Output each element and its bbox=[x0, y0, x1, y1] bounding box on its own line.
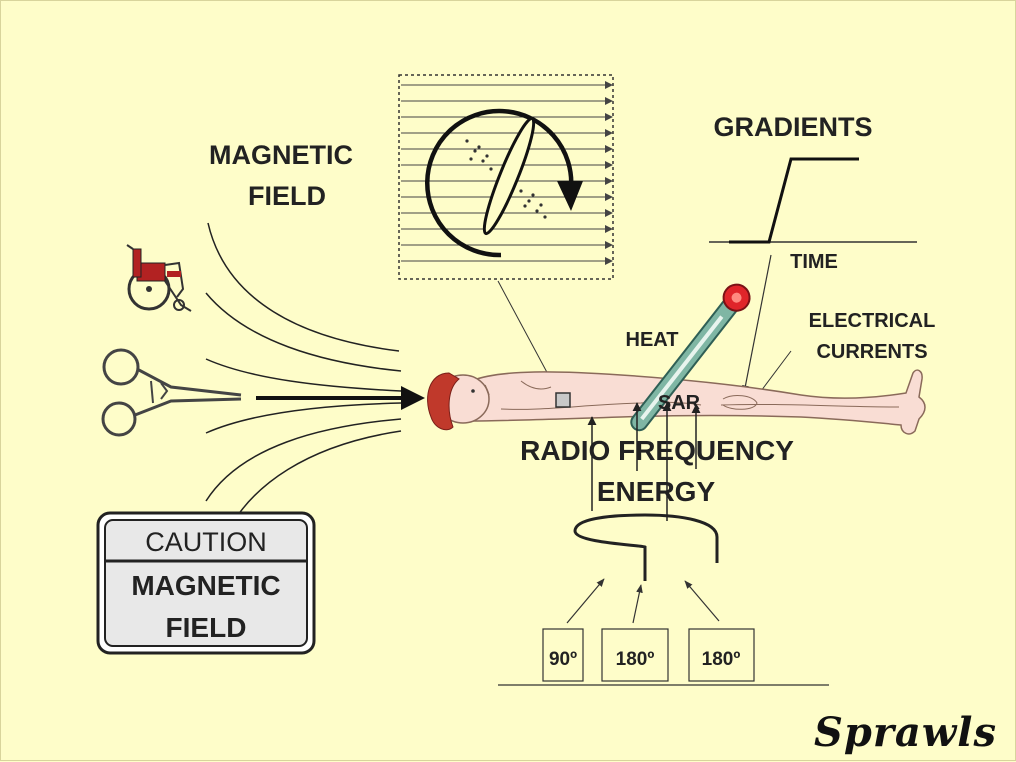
time-label: TIME bbox=[790, 251, 838, 273]
magnetization-box bbox=[398, 74, 614, 392]
rf-label-1: RADIO FREQUENCY bbox=[520, 435, 794, 466]
magnetic-field-label-1: MAGNETIC bbox=[209, 140, 353, 170]
signature: Sprawls bbox=[814, 709, 997, 756]
electrical-label-2: CURRENTS bbox=[816, 341, 927, 363]
electrical-pointer bbox=[760, 350, 792, 392]
rf-arrows bbox=[587, 402, 701, 521]
implant-square bbox=[555, 392, 571, 408]
sar-label: SAR bbox=[658, 392, 701, 414]
gradients-label: GRADIENTS bbox=[713, 112, 872, 142]
pulse-arrows bbox=[566, 578, 720, 624]
pulse-180-a: 180º bbox=[616, 649, 655, 670]
precessing-spin bbox=[482, 116, 536, 236]
caution-line-2: FIELD bbox=[166, 612, 247, 643]
pulse-90: 90º bbox=[549, 649, 577, 670]
heat-label: HEAT bbox=[626, 329, 679, 351]
field-line-arrowheads bbox=[605, 81, 613, 265]
caution-line-1: MAGNETIC bbox=[131, 570, 280, 601]
caution-sign: CAUTION MAGNETIC FIELD bbox=[96, 511, 316, 655]
patient-figure bbox=[427, 369, 926, 435]
rf-coil bbox=[573, 513, 719, 581]
rf-label-2: ENERGY bbox=[597, 476, 716, 507]
caution-header: CAUTION bbox=[145, 527, 267, 557]
fringe-field-lines bbox=[205, 222, 402, 560]
thermometer-icon bbox=[630, 283, 751, 432]
gradient-pointer bbox=[742, 254, 772, 394]
wheelchair-icon bbox=[126, 244, 192, 312]
gradient-waveform bbox=[709, 157, 917, 244]
rotation-arrow bbox=[425, 108, 574, 258]
hemostat-icon bbox=[101, 348, 242, 437]
magnetic-field-label-2: FIELD bbox=[248, 181, 326, 211]
pulse-boxes: 90º 180º 180º bbox=[498, 628, 829, 686]
pulse-180-b: 180º bbox=[702, 649, 741, 670]
electrical-label-1: ELECTRICAL bbox=[809, 310, 936, 332]
spin-dots bbox=[465, 139, 547, 219]
